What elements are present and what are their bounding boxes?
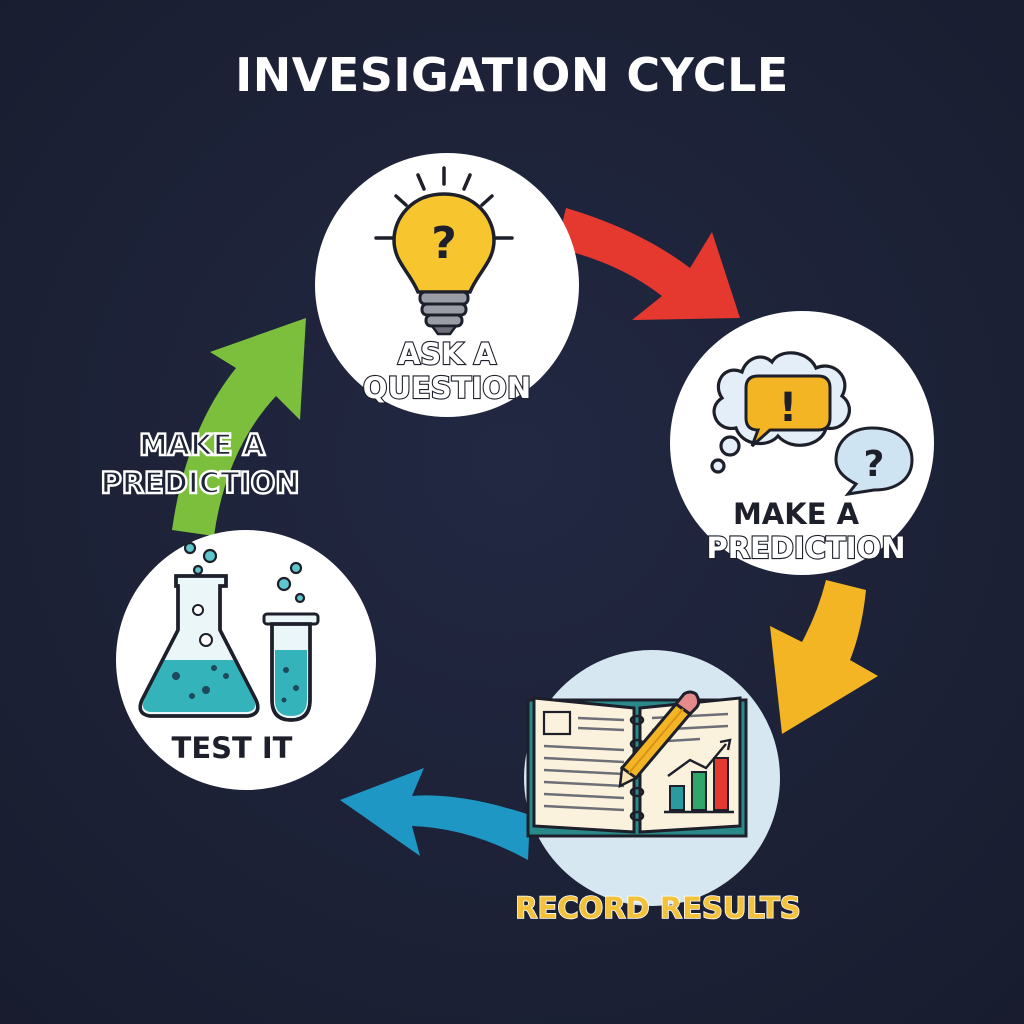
flask-test-tube-icon: [138, 541, 320, 722]
thought-bubbles-icon: ! ?: [710, 351, 914, 497]
step-test-it: TEST IT: [116, 530, 376, 790]
side-label-line1: MAKE A: [139, 428, 266, 462]
notebook-chart-icon: [526, 690, 748, 838]
test-label: TEST IT: [172, 731, 293, 765]
predict-label-line2: PREDICTION: [706, 531, 905, 565]
arrow-record-to-test: [340, 768, 530, 860]
arrow-predict-to-record: [770, 580, 878, 734]
bubble-exclamation-mark: !: [779, 385, 797, 431]
step-record-results: RECORD RESULTS: [514, 650, 802, 926]
pencil-icon: [618, 690, 701, 789]
bubble-question-mark: ?: [864, 444, 885, 485]
side-label-line2: PREDICTION: [100, 466, 299, 500]
ask-label-line1: ASK A: [398, 337, 497, 371]
side-label-make-prediction: MAKE A PREDICTION: [99, 427, 300, 501]
step-make-prediction: ! ? MAKE A PREDICTION: [670, 311, 934, 575]
bulb-question-mark: ?: [431, 218, 457, 269]
page-title: INVESIGATION CYCLE: [235, 48, 789, 102]
ask-label-line2: QUESTION: [363, 371, 531, 405]
record-label: RECORD RESULTS: [515, 891, 801, 925]
arrow-ask-to-predict: [556, 208, 740, 320]
arrow-test-to-ask: [172, 318, 306, 536]
step-ask-question: ? ASK A QUESTION: [315, 153, 579, 417]
predict-label-line1: MAKE A: [733, 497, 860, 531]
lightbulb-question-icon: ?: [374, 166, 514, 336]
